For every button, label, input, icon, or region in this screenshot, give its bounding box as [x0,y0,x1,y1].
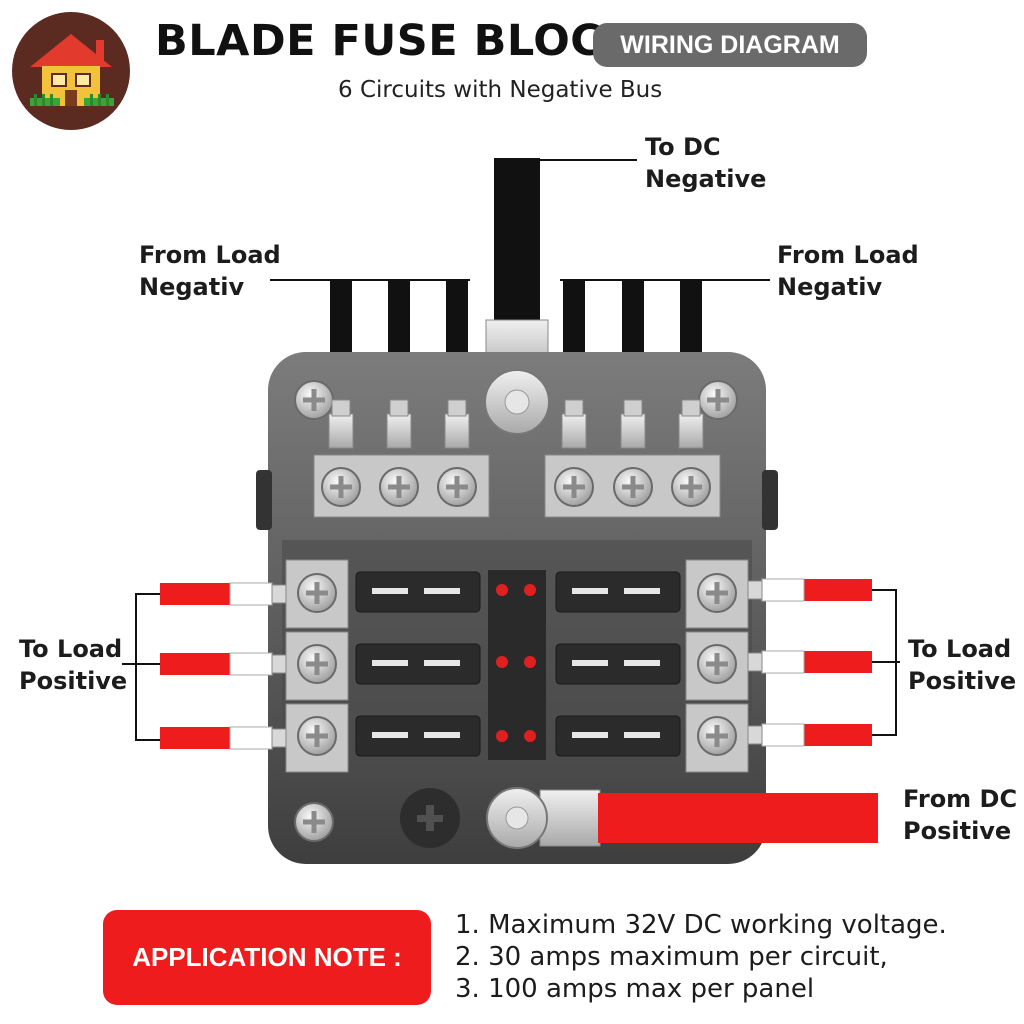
fuse-status-leds [496,584,536,742]
dc-positive-wire [598,793,878,843]
leader-lines [122,159,900,741]
led-indicator-strip [488,570,546,760]
to-load-positive-left-label: To Load Positive [19,635,128,695]
from-dc-positive-label: From DC Positive [903,785,1018,845]
house-logo-icon [12,12,130,130]
diagram-type-badge: WIRING DIAGRAM [593,23,867,67]
application-note-list: 1. Maximum 32V DC working voltage. 2. 30… [455,909,947,1005]
page-subtitle: 6 Circuits with Negative Bus [338,77,663,103]
from-load-negative-left-label: From Load Negativ [139,241,281,301]
application-note-item: 1. Maximum 32V DC working voltage. [455,910,947,940]
page-title: BLADE FUSE BLOCK [155,16,637,66]
to-load-positive-right-label: To Load Positive [908,635,1017,695]
positive-load-wires [160,578,872,750]
to-dc-negative-label: To DC Negative [645,133,767,193]
fuse-slots [355,571,681,757]
from-load-negative-right-label: From Load Negativ [777,241,919,301]
application-note-item: 2. 30 amps maximum per circuit, [455,942,888,972]
application-note-label: APPLICATION NOTE : [103,910,431,1005]
application-note-item: 3. 100 amps max per panel [455,974,815,1004]
